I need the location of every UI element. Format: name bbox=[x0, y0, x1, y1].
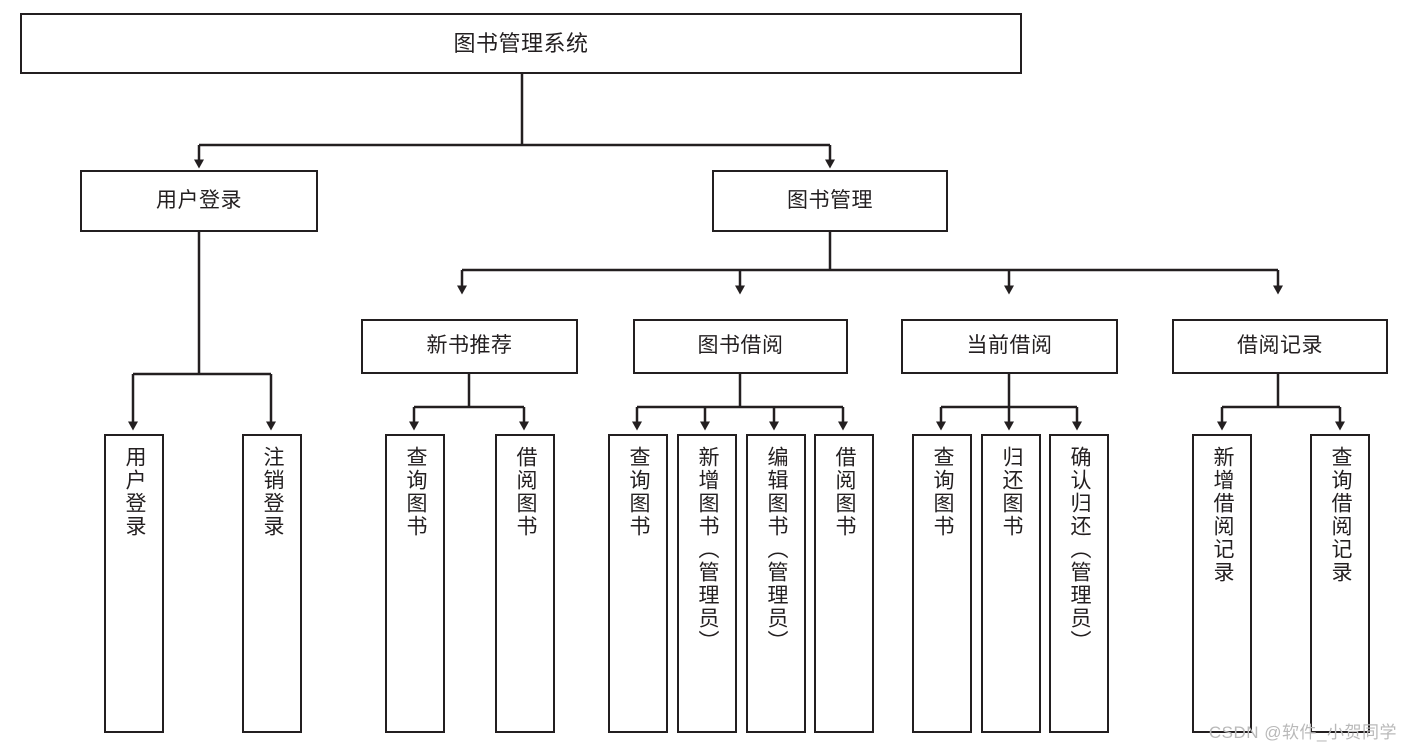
node-label: 查询图书 bbox=[627, 446, 651, 538]
node-book-management[interactable]: 图书管理 bbox=[712, 170, 948, 232]
node-label: 新书推荐 bbox=[426, 334, 513, 358]
leaf-return-book[interactable]: 归还图书 bbox=[981, 434, 1041, 733]
node-new-book-recommend[interactable]: 新书推荐 bbox=[361, 319, 578, 374]
node-label: 查询借阅记录 bbox=[1329, 446, 1353, 584]
node-label: 用户登录 bbox=[123, 446, 147, 538]
node-label: 确认归还（管理员） bbox=[1068, 446, 1092, 653]
leaf-confirm-return-admin[interactable]: 确认归还（管理员） bbox=[1049, 434, 1109, 733]
leaf-user-login[interactable]: 用户登录 bbox=[104, 434, 164, 733]
leaf-borrow-book[interactable]: 借阅图书 bbox=[814, 434, 874, 733]
node-label: 归还图书 bbox=[1000, 446, 1024, 538]
node-label: 借阅图书 bbox=[514, 446, 538, 538]
node-label: 借阅图书 bbox=[833, 446, 857, 538]
leaf-borrow-book-new[interactable]: 借阅图书 bbox=[495, 434, 555, 733]
node-book-borrow[interactable]: 图书借阅 bbox=[633, 319, 848, 374]
leaf-query-book-borrow[interactable]: 查询图书 bbox=[608, 434, 668, 733]
node-label: 查询图书 bbox=[404, 446, 428, 538]
node-root-system[interactable]: 图书管理系统 bbox=[20, 13, 1022, 74]
node-label: 新增图书（管理员） bbox=[696, 446, 720, 653]
node-label: 新增借阅记录 bbox=[1211, 446, 1235, 584]
leaf-query-book-new[interactable]: 查询图书 bbox=[385, 434, 445, 733]
node-label: 查询图书 bbox=[931, 446, 955, 538]
node-label: 图书管理 bbox=[787, 188, 873, 212]
node-current-borrow[interactable]: 当前借阅 bbox=[901, 319, 1118, 374]
leaf-add-book-admin[interactable]: 新增图书（管理员） bbox=[677, 434, 737, 733]
leaf-query-borrow-record[interactable]: 查询借阅记录 bbox=[1310, 434, 1370, 733]
csdn-watermark: CSDN @软件_小贺同学 bbox=[1208, 723, 1397, 742]
node-label: 图书管理系统 bbox=[453, 30, 589, 56]
node-label: 图书借阅 bbox=[697, 334, 784, 358]
node-user-login[interactable]: 用户登录 bbox=[80, 170, 318, 232]
leaf-query-book-current[interactable]: 查询图书 bbox=[912, 434, 972, 733]
node-label: 编辑图书（管理员） bbox=[765, 446, 789, 653]
leaf-add-borrow-record[interactable]: 新增借阅记录 bbox=[1192, 434, 1252, 733]
node-borrow-record[interactable]: 借阅记录 bbox=[1172, 319, 1388, 374]
node-label: 用户登录 bbox=[156, 188, 242, 212]
node-label: 注销登录 bbox=[261, 446, 285, 538]
leaf-edit-book-admin[interactable]: 编辑图书（管理员） bbox=[746, 434, 806, 733]
leaf-logout[interactable]: 注销登录 bbox=[242, 434, 302, 733]
node-label: 借阅记录 bbox=[1237, 334, 1323, 358]
node-label: 当前借阅 bbox=[966, 334, 1053, 358]
